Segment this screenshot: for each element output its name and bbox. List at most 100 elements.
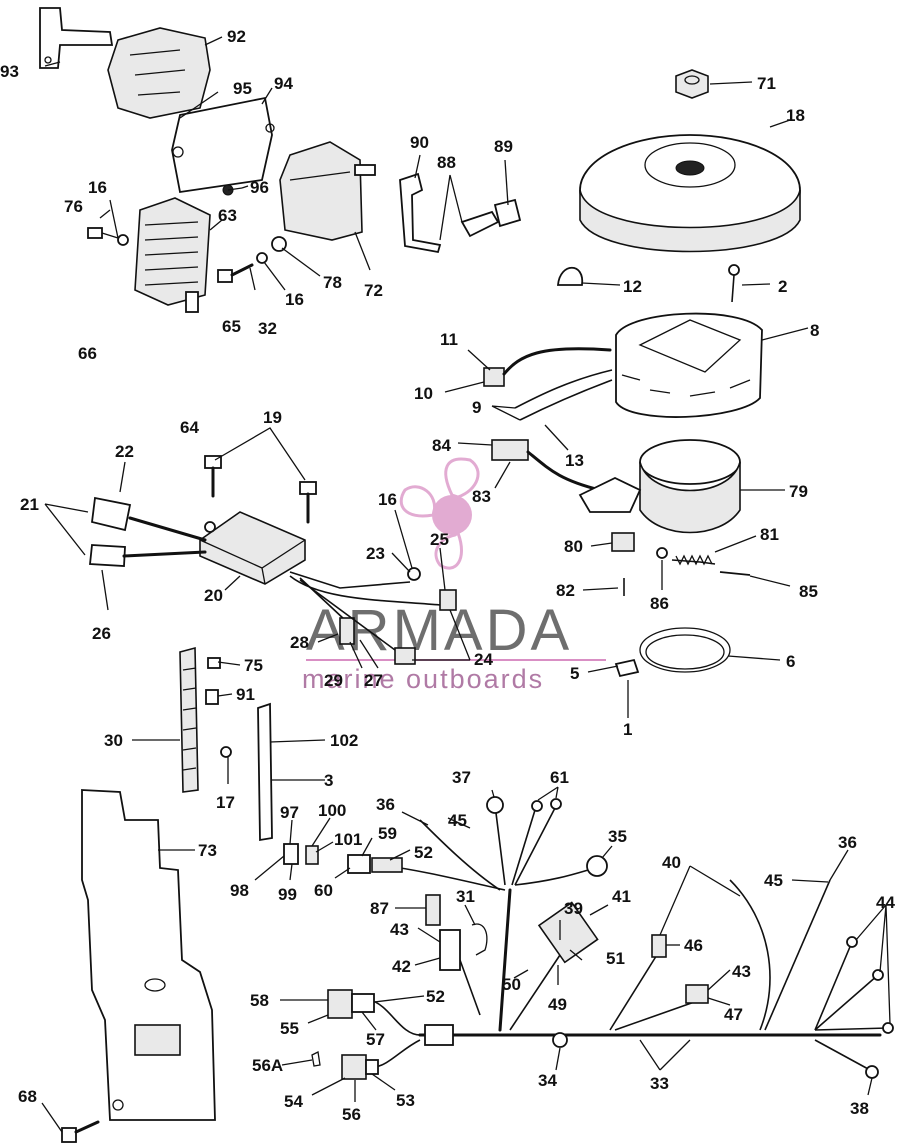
- callout-3: 3: [324, 771, 333, 790]
- power-pack-20: [199, 511, 306, 585]
- callout-21: 21: [20, 495, 39, 514]
- callout-23: 23: [366, 544, 385, 563]
- callout-64: 64: [180, 418, 199, 437]
- callout-45-a: 45: [448, 811, 467, 830]
- clamp-12: [557, 267, 583, 286]
- connectors-22-26: [89, 496, 207, 567]
- callout-72: 72: [364, 281, 383, 300]
- callout-97: 97: [280, 803, 299, 822]
- harness-branches: [552, 879, 894, 1079]
- callout-17: 17: [216, 793, 235, 812]
- callout-9: 9: [472, 398, 481, 417]
- ignition-coil-72: [279, 141, 376, 241]
- callout-1: 1: [623, 720, 632, 739]
- callout-25: 25: [430, 530, 449, 549]
- callout-99: 99: [278, 885, 297, 904]
- callout-24: 24: [474, 650, 493, 669]
- callout-37: 37: [452, 768, 471, 787]
- callout-58: 58: [250, 991, 269, 1010]
- callout-57: 57: [366, 1030, 385, 1049]
- callout-6: 6: [786, 652, 795, 671]
- callout-20: 20: [204, 586, 223, 605]
- callout-89: 89: [494, 137, 513, 156]
- callout-95: 95: [233, 79, 252, 98]
- watermark-tagline: marine outboards: [302, 664, 544, 694]
- callout-66: 66: [78, 344, 97, 363]
- callout-68: 68: [18, 1087, 37, 1106]
- callout-5: 5: [570, 664, 579, 683]
- callout-98: 98: [230, 881, 249, 900]
- callout-96: 96: [250, 178, 269, 197]
- wire-harness-33: [347, 796, 882, 1037]
- callout-40: 40: [662, 853, 681, 872]
- callout-86: 86: [650, 594, 669, 613]
- callout-10: 10: [414, 384, 433, 403]
- callout-82: 82: [556, 581, 575, 600]
- callout-52-a: 52: [414, 843, 433, 862]
- screw-32: [217, 236, 287, 283]
- callout-81: 81: [760, 525, 779, 544]
- callout-65: 65: [222, 317, 241, 336]
- callout-8: 8: [810, 321, 819, 340]
- callout-13: 13: [565, 451, 584, 470]
- strip-102: [257, 702, 273, 842]
- screw-68: [61, 1120, 100, 1143]
- callout-16-b: 16: [285, 290, 304, 309]
- callout-52-b: 52: [426, 987, 445, 1006]
- callout-50: 50: [502, 975, 521, 994]
- callout-100: 100: [318, 801, 346, 820]
- callout-19: 19: [263, 408, 282, 427]
- flywheel-18: [579, 134, 801, 253]
- screws-19: [204, 455, 317, 524]
- sender-84: [491, 439, 602, 492]
- leader-lines: [41, 36, 891, 1133]
- callout-39: 39: [564, 899, 583, 918]
- callout-87: 87: [370, 899, 389, 918]
- callout-44: 44: [876, 893, 895, 912]
- callout-90: 90: [410, 133, 429, 152]
- callout-31: 31: [456, 887, 475, 906]
- callout-56: 56: [342, 1105, 361, 1124]
- screw-96: [222, 184, 243, 196]
- pack-harness: [289, 567, 457, 665]
- callout-51: 51: [606, 949, 625, 968]
- callout-27: 27: [364, 671, 383, 690]
- callout-63: 63: [218, 206, 237, 225]
- callout-94: 94: [274, 74, 293, 93]
- bracket-plate-73: [81, 789, 216, 1121]
- callout-12: 12: [623, 277, 642, 296]
- callout-46: 46: [684, 936, 703, 955]
- callout-83: 83: [472, 487, 491, 506]
- callout-101: 101: [334, 830, 362, 849]
- callout-53: 53: [396, 1091, 415, 1110]
- callout-60: 60: [314, 881, 333, 900]
- stator-8: [615, 312, 763, 418]
- callout-2: 2: [778, 277, 787, 296]
- callout-16-c: 16: [378, 490, 397, 509]
- callout-75: 75: [244, 656, 263, 675]
- callout-88: 88: [437, 153, 456, 172]
- harness-connectors-left: [311, 894, 599, 1080]
- callout-55: 55: [280, 1019, 299, 1038]
- callout-85: 85: [799, 582, 818, 601]
- callout-26: 26: [92, 624, 111, 643]
- timer-base-79: [578, 439, 741, 534]
- callout-41: 41: [612, 887, 631, 906]
- callout-49: 49: [548, 995, 567, 1014]
- terminal-block-30: [179, 646, 232, 793]
- callout-32: 32: [258, 319, 277, 338]
- callout-43-a: 43: [390, 920, 409, 939]
- spark-plug-boots: [399, 172, 522, 254]
- callout-16-a: 16: [88, 178, 107, 197]
- connector-97: [283, 843, 319, 865]
- callout-28: 28: [290, 633, 309, 652]
- callout-73: 73: [198, 841, 217, 860]
- callout-43-b: 43: [732, 962, 751, 981]
- callout-80: 80: [564, 537, 583, 556]
- screw-76: [87, 227, 129, 246]
- callout-102: 102: [330, 731, 358, 750]
- callout-42: 42: [392, 957, 411, 976]
- callout-47: 47: [724, 1005, 743, 1024]
- bracket-92: [39, 7, 211, 119]
